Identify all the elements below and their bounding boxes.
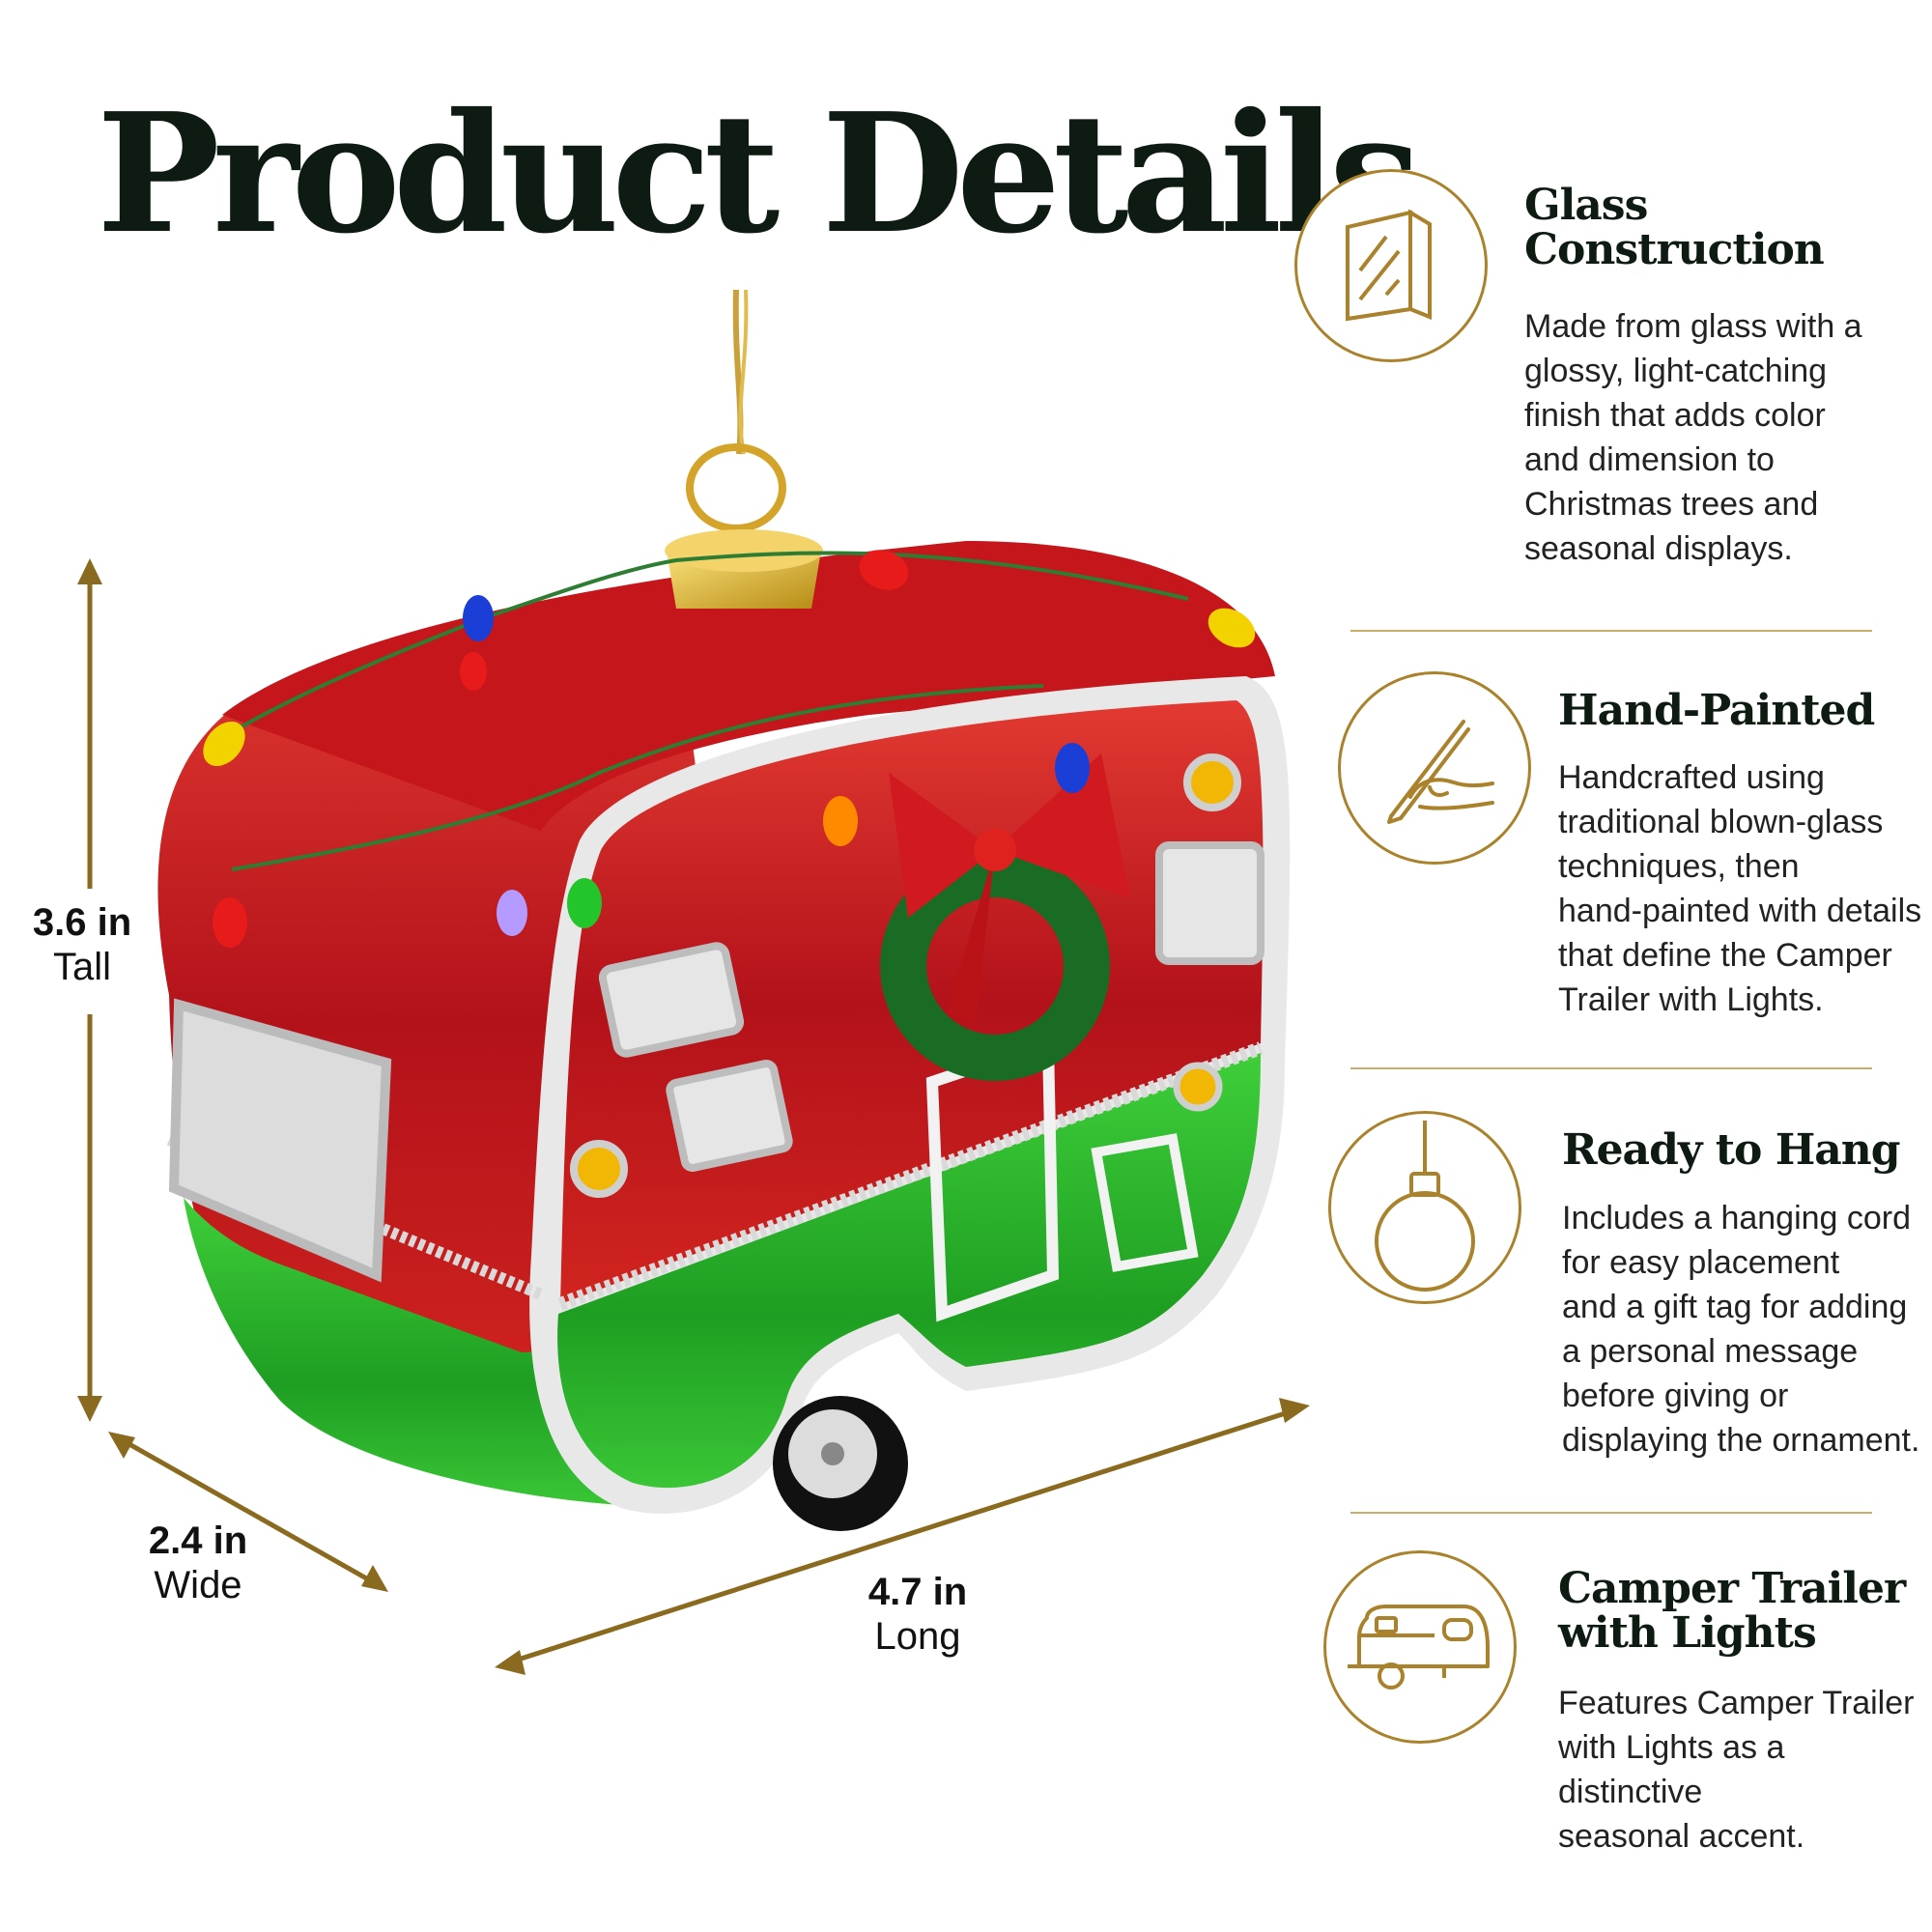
glass-icon-circle (1294, 169, 1488, 362)
feature-title-camper: Camper Trailer with Lights (1558, 1564, 1906, 1659)
page-title: Product Details (97, 77, 1422, 270)
dimension-wide-value: 2.4 in (148, 1520, 248, 1562)
feature-desc-ready-to-hang: Includes a hanging cord for easy placeme… (1562, 1200, 1920, 1459)
dimension-long: 4.7 in Long (840, 1570, 995, 1659)
dimension-wide: 2.4 in Wide (121, 1519, 275, 1607)
camper-icon-circle (1323, 1550, 1517, 1744)
dimension-long-unit: Long (874, 1615, 961, 1658)
camper-ornament-image (77, 289, 1310, 1675)
dimension-tall-unit: Tall (52, 946, 112, 988)
dimension-long-value: 4.7 in (867, 1571, 968, 1613)
feature-desc-glass: Made from glass with a glossy, light-cat… (1524, 308, 1862, 567)
dimension-tall-value: 3.6 in (32, 901, 132, 944)
dimension-tall: 3.6 in Tall (10, 900, 155, 989)
divider-1 (1350, 630, 1872, 632)
divider-2 (1350, 1067, 1872, 1069)
camper-trailer-icon (1348, 1605, 1490, 1690)
glass-pane-icon (1346, 209, 1432, 322)
feature-desc-hand-painted: Handcrafted using traditional blown-glas… (1558, 759, 1922, 1018)
feature-title-hand-painted: Hand-Painted (1558, 686, 1875, 735)
hand-painting-icon (1387, 720, 1494, 824)
ornament-icon (1375, 1121, 1475, 1292)
ready-to-hang-icon-circle (1328, 1111, 1521, 1304)
hand-painted-icon-circle (1338, 671, 1531, 865)
feature-title-glass: Glass Construction (1524, 181, 1825, 275)
dimension-wide-unit: Wide (154, 1564, 242, 1606)
feature-desc-camper: Features Camper Trailer with Lights as a… (1558, 1685, 1915, 1855)
feature-title-ready-to-hang: Ready to Hang (1562, 1125, 1901, 1175)
divider-3 (1350, 1512, 1872, 1514)
